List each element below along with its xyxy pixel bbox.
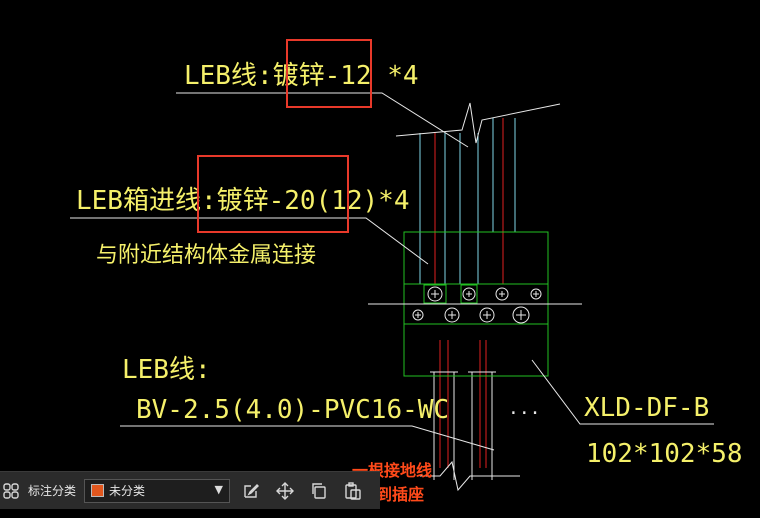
terminal-screws	[412, 286, 542, 324]
leader-lines	[70, 92, 714, 451]
bottom-conduits	[420, 371, 520, 492]
conduit-lines	[419, 118, 516, 284]
category-select[interactable]: 未分类 ▼	[84, 478, 231, 503]
wire-spec-label: BV-2.5(4.0)-PVC16-WC	[136, 395, 449, 425]
grid-icon[interactable]	[0, 480, 22, 502]
ellipsis-label: ...	[508, 398, 541, 419]
leb-box-line-label: LEB箱进线:镀锌-20(12)*4	[76, 186, 410, 216]
connect-note: 与附近结构体金属连接	[96, 243, 316, 268]
leb-wire-label: LEB线:	[122, 355, 211, 385]
chevron-down-icon: ▼	[214, 482, 224, 496]
category-color-swatch	[91, 484, 105, 497]
wire-lines	[434, 118, 504, 468]
highlight-box-1	[286, 39, 372, 108]
paste-icon[interactable]	[340, 478, 366, 504]
copy-icon[interactable]	[306, 478, 332, 504]
box-model-label: XLD-DF-B	[584, 393, 709, 423]
highlight-box-2	[197, 155, 349, 233]
category-value: 未分类	[109, 484, 146, 498]
leb-line-label: LEB线:镀锌-12 *4	[184, 61, 419, 91]
annotation-toolbar: 标注分类 未分类 ▼	[0, 471, 380, 509]
box-size-label: 102*102*58	[586, 439, 743, 469]
break-line-top	[395, 102, 561, 144]
move-icon[interactable]	[272, 478, 298, 504]
edit-icon[interactable]	[238, 478, 264, 504]
category-label: 标注分类	[28, 484, 77, 498]
